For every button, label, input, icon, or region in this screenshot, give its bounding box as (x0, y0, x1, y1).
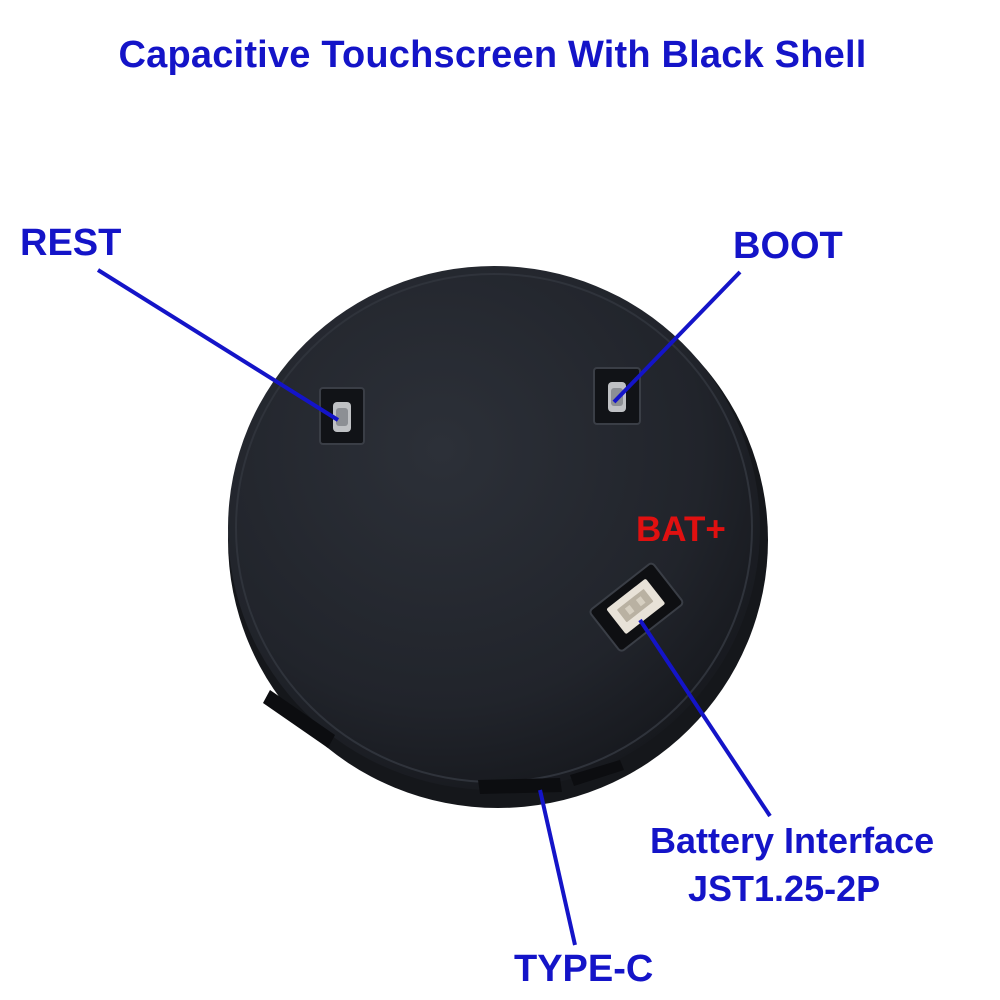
boot-button-recess (593, 367, 641, 425)
battery-leader-line (638, 618, 772, 818)
boot-leader-line (612, 270, 742, 404)
side-slot-right (570, 760, 624, 786)
type-c-label: TYPE-C (514, 948, 654, 990)
usb-c-slot (478, 778, 562, 794)
connector-type-label: JST1.25-2P (688, 868, 881, 909)
battery-connector (589, 562, 684, 652)
boot-label: BOOT (733, 225, 843, 267)
bat-plus-label: BAT+ (636, 510, 726, 549)
rest-button-recess (319, 387, 365, 445)
typec-leader-line (538, 789, 577, 946)
rest-leader-line (96, 268, 340, 422)
side-slot-left (263, 690, 335, 748)
battery-interface-label: Battery Interface (650, 820, 935, 861)
rest-label: REST (20, 222, 122, 264)
page-title: Capacitive Touchscreen With Black Shell (118, 34, 867, 76)
